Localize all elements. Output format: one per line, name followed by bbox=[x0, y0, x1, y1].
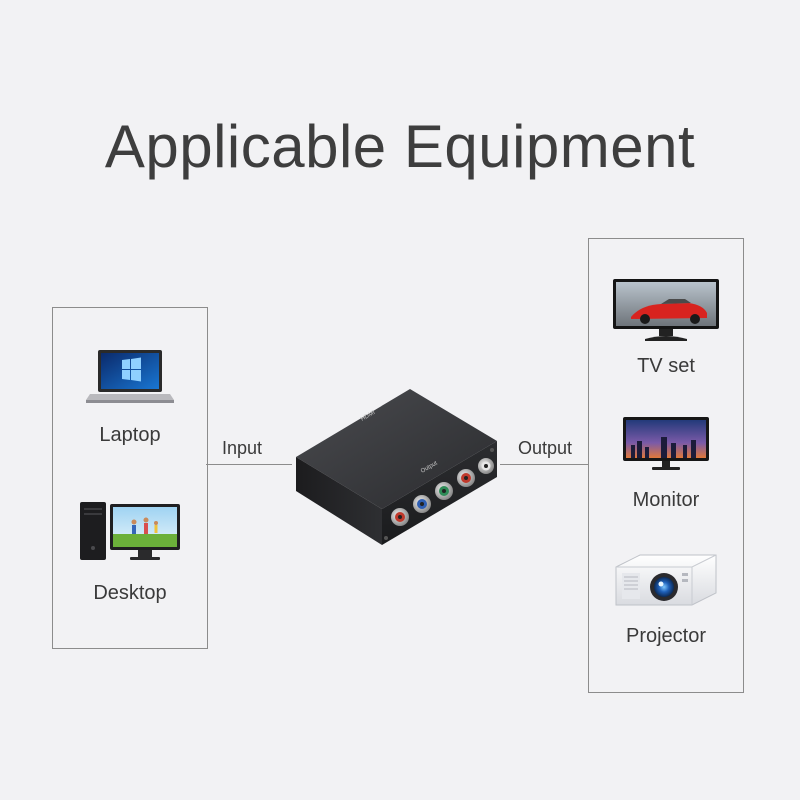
output-label: Output bbox=[518, 438, 573, 458]
jack-white bbox=[478, 458, 494, 474]
page-title: Applicable Equipment bbox=[104, 113, 696, 180]
device-label: TV set bbox=[637, 355, 695, 377]
jack-red-2 bbox=[457, 469, 475, 487]
laptop-icon bbox=[86, 350, 174, 403]
jack-blue bbox=[413, 495, 431, 513]
output-device-projector: Projector bbox=[589, 549, 743, 648]
output-device-monitor: Monitor bbox=[589, 415, 743, 512]
device-label: Desktop bbox=[93, 582, 167, 604]
input-device-laptop: Laptop bbox=[53, 348, 207, 447]
output-connector-line bbox=[500, 464, 588, 465]
output-device-tv: TV set bbox=[589, 277, 743, 378]
device-label: Laptop bbox=[99, 424, 161, 446]
input-label: Input bbox=[222, 438, 263, 458]
device-label: Projector bbox=[625, 625, 707, 647]
jack-green bbox=[435, 482, 453, 500]
input-connector-line bbox=[206, 464, 292, 465]
projector-icon bbox=[615, 554, 717, 606]
tv-icon bbox=[613, 279, 719, 341]
output-devices-panel: TV set Monitor bbox=[588, 238, 744, 693]
monitor-icon bbox=[623, 417, 709, 470]
input-devices-panel: Laptop Desktop bbox=[52, 307, 208, 649]
device-label: Monitor bbox=[632, 489, 700, 511]
input-device-desktop: Desktop bbox=[53, 498, 207, 605]
hdmi-to-component-adapter: HDMI Output bbox=[296, 389, 497, 545]
jack-red-1 bbox=[391, 508, 409, 526]
desktop-icon bbox=[80, 502, 180, 560]
